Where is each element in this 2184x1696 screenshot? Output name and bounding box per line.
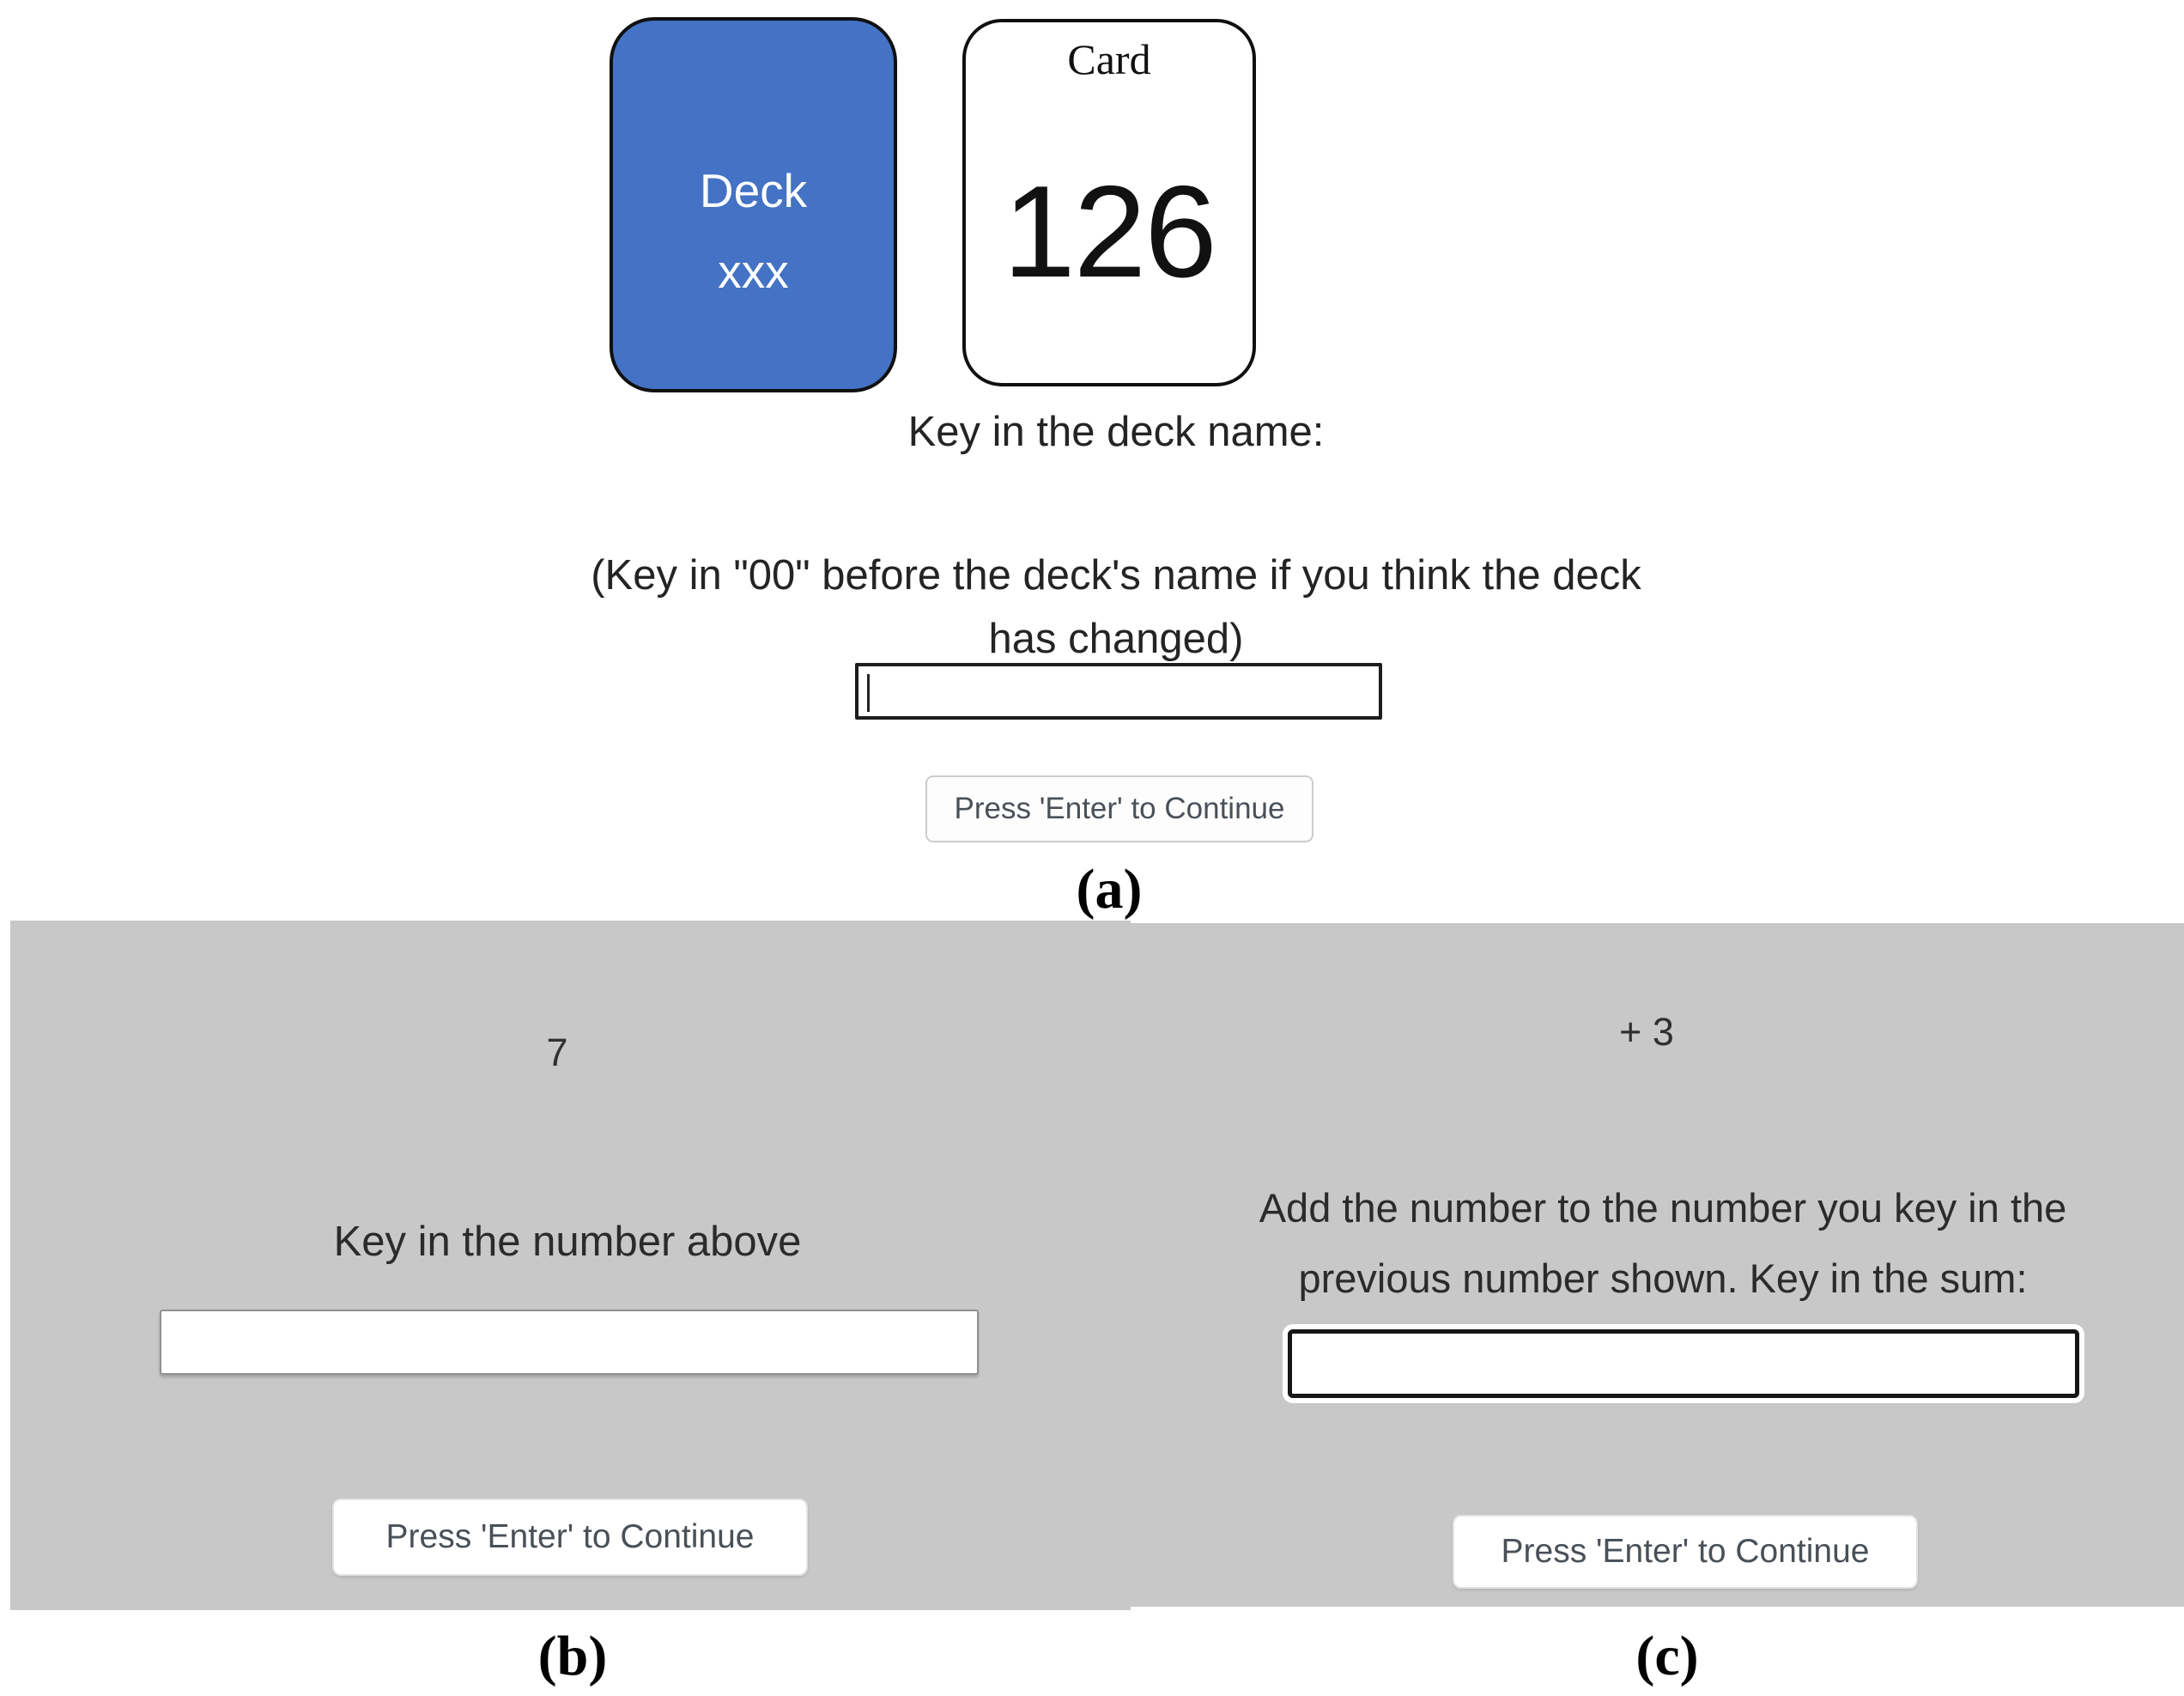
subfigure-label-b: (b): [537, 1625, 608, 1687]
deck-name-prompt: Key in the deck name:: [907, 409, 1325, 455]
deck-card: Deck xxx: [610, 17, 897, 392]
continue-button-b-label: Press 'Enter' to Continue: [385, 1518, 755, 1555]
number-card: Card 126: [962, 19, 1256, 386]
addend-number: + 3: [1619, 1010, 1674, 1054]
subfigure-label-a: (a): [1076, 858, 1143, 921]
continue-button-c-label: Press 'Enter' to Continue: [1501, 1533, 1870, 1570]
deck-name-note: (Key in "00" before the deck's name if y…: [343, 544, 1889, 671]
number-card-title: Card: [1067, 35, 1151, 83]
continue-button-a-label: Press 'Enter' to Continue: [954, 792, 1285, 825]
sum-prompt-line1: Add the number to the number you key in …: [1259, 1185, 2067, 1231]
sum-prompt: Add the number to the number you key in …: [1142, 1173, 2184, 1314]
shown-number: 7: [546, 1030, 568, 1074]
deck-card-name: xxx: [718, 245, 789, 298]
continue-button-b[interactable]: Press 'Enter' to Continue: [332, 1498, 808, 1576]
number-prompt: Key in the number above: [333, 1219, 802, 1265]
deck-name-input[interactable]: [855, 663, 1382, 720]
continue-button-c[interactable]: Press 'Enter' to Continue: [1453, 1515, 1918, 1589]
deck-card-title: Deck: [699, 164, 808, 217]
continue-button-a[interactable]: Press 'Enter' to Continue: [925, 775, 1313, 842]
number-input[interactable]: [160, 1310, 979, 1375]
sum-input[interactable]: [1288, 1329, 2079, 1398]
deck-name-note-line2: has changed): [988, 616, 1244, 662]
text-cursor-caret: [867, 674, 870, 712]
sum-prompt-line2: previous number shown. Key in the sum:: [1298, 1255, 2028, 1301]
number-card-value: 126: [1003, 159, 1217, 305]
panel-c-background: [1131, 923, 2184, 1607]
panel-b-background: [10, 921, 1131, 1610]
subfigure-label-c: (c): [1635, 1625, 1699, 1687]
deck-name-note-line1: (Key in "00" before the deck's name if y…: [591, 552, 1641, 599]
